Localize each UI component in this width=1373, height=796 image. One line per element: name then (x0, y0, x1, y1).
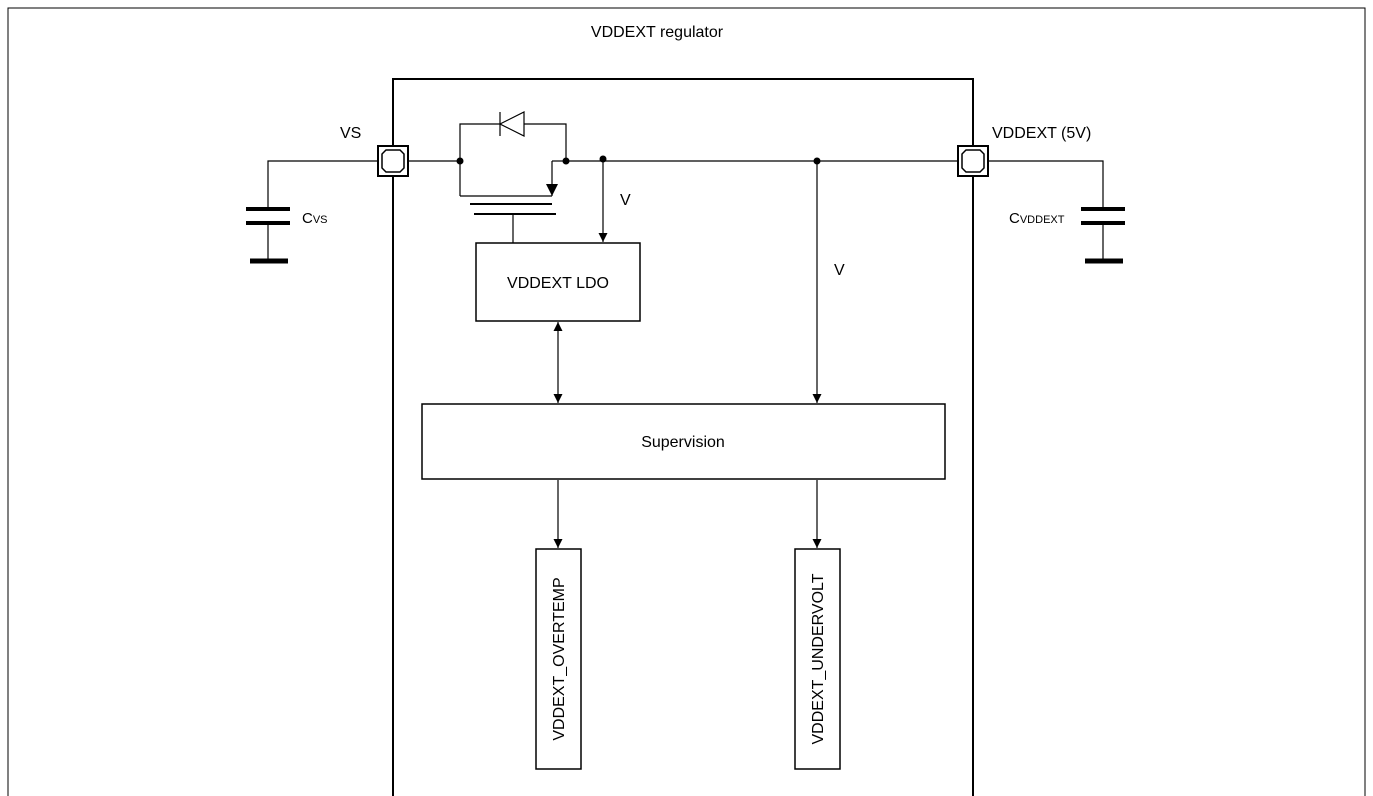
cvs-capacitor (246, 160, 378, 264)
cvddext-label: CVDDEXT (1009, 210, 1065, 227)
supervision-block-label: Supervision (641, 434, 725, 451)
cvs-label-sub: VS (313, 214, 328, 226)
diagram-title: VDDEXT regulator (591, 24, 724, 41)
supervision-block (421, 403, 946, 480)
vddext-pin-label: VDDEXT (5V) (992, 125, 1091, 142)
ldo-block (475, 242, 641, 322)
regulator-boundary (392, 78, 974, 796)
vs-pin-label: VS (340, 125, 361, 142)
vddext-pin (957, 145, 989, 177)
overtemp-signal-label: VDDEXT_OVERTEMP (551, 577, 568, 740)
junction-dot (562, 157, 570, 165)
outer-frame (7, 7, 1366, 796)
vs-pin (377, 145, 409, 177)
cvddext-label-main: C (1009, 210, 1020, 227)
cvs-label-main: C (302, 210, 313, 227)
ldo-sense-label: V (620, 192, 631, 209)
supervision-sense-label: V (834, 262, 845, 279)
undervolt-signal-box (794, 548, 841, 770)
pass-transistor (459, 160, 566, 243)
ldo-block-label: VDDEXT LDO (507, 275, 609, 292)
junction-dot (599, 155, 607, 163)
cvs-label: CVS (302, 210, 328, 227)
cvddext-capacitor (988, 160, 1125, 264)
cvddext-label-sub: VDDEXT (1020, 214, 1065, 226)
undervolt-signal-label: VDDEXT_UNDERVOLT (810, 573, 827, 744)
overtemp-signal-box (535, 548, 582, 770)
junction-dot (456, 157, 464, 165)
body-diode (459, 111, 567, 161)
